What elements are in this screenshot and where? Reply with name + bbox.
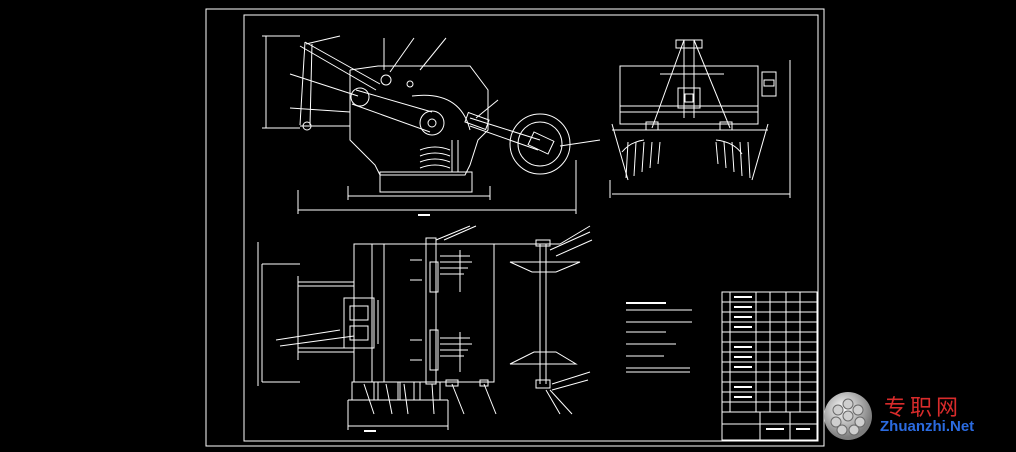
drawing-inner-frame [243,14,819,442]
watermark: 专职网 Zhuanzhi.Net [822,388,1008,446]
drawing-outer-frame [205,8,825,447]
side-view [609,39,791,198]
top-view [257,225,593,430]
watermark-en-text: Zhuanzhi.Net [880,418,975,435]
front-view [262,35,601,214]
watermark-logo-icon [824,392,872,440]
title-block [721,291,818,441]
watermark-cn-text: 专职网 [884,396,963,421]
technical-notes [626,309,692,373]
